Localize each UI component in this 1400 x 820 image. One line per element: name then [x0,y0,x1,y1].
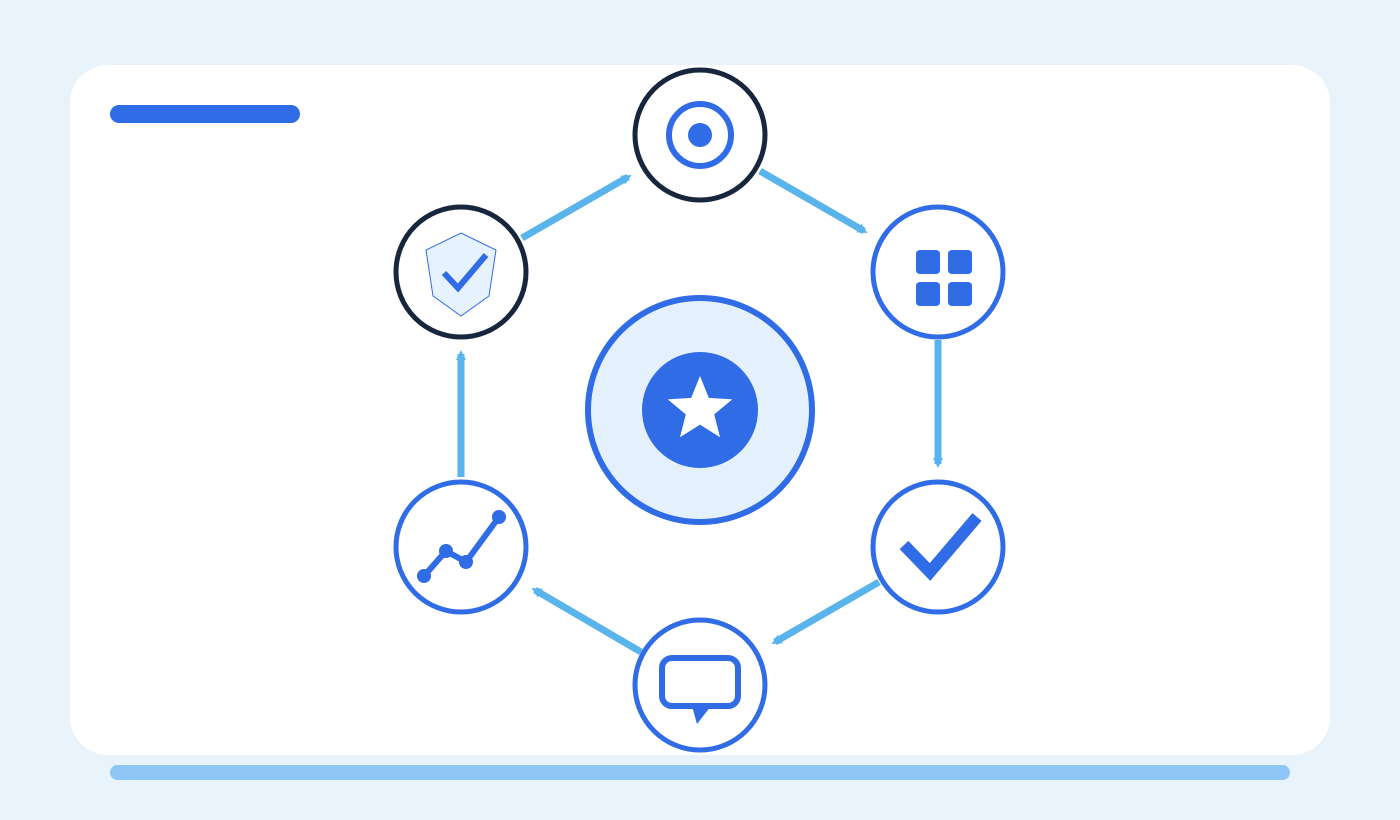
target-icon [666,101,734,169]
trend-line-icon [417,510,506,583]
checkmark-icon [899,513,982,581]
node-target [632,67,768,203]
node-feedback [632,617,768,753]
title-placeholder-bar [110,105,300,123]
node-done [870,479,1006,615]
shield-check-icon [425,232,497,317]
node-growth [393,479,529,615]
arrow-target-to-apps [758,167,868,235]
hub-node [585,295,815,525]
arrow-verify-to-target [520,173,632,242]
grid-icon [916,250,972,306]
chat-bubble-icon [659,655,741,724]
star-icon [667,376,733,438]
arrow-done-to-feedback [771,578,881,646]
node-verify [393,204,529,340]
connector-arrows [456,167,943,656]
footer-placeholder-bar [110,765,1290,780]
node-apps [870,204,1006,340]
arrow-feedback-to-growth [531,586,643,656]
